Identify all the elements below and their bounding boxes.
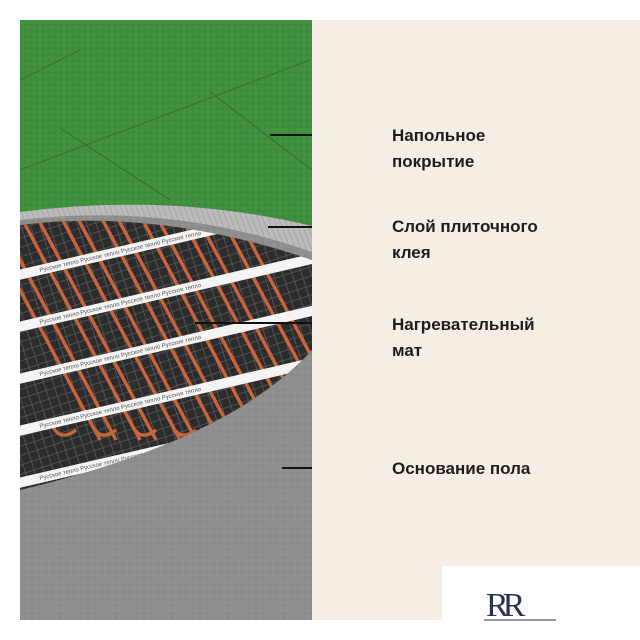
label-tile-adhesive: Слой плиточного клея bbox=[392, 214, 538, 266]
label-heating-mat: Нагревательный мат bbox=[392, 312, 535, 364]
brand-logo: RR bbox=[484, 587, 556, 624]
heating-cable-loop bbox=[128, 419, 158, 437]
label-floor-base: Основание пола bbox=[392, 456, 530, 482]
label-heating-mat-line2: мат bbox=[392, 341, 423, 360]
logo-badge: RR bbox=[442, 566, 640, 640]
heating-cable-run bbox=[218, 220, 312, 441]
floor-layers-illustration: Русское тепло Русское тепло Русское тепл… bbox=[20, 20, 312, 620]
label-floor-covering: Напольное покрытие bbox=[392, 123, 485, 175]
svg-text:RR: RR bbox=[486, 587, 526, 624]
leader-lines bbox=[195, 134, 312, 469]
heating-cable-loop bbox=[88, 419, 118, 437]
label-heating-mat-line1: Нагревательный bbox=[392, 315, 535, 334]
label-floor-covering-line1: Напольное bbox=[392, 126, 486, 145]
floor-covering-layer bbox=[20, 20, 312, 226]
label-panel bbox=[312, 20, 640, 620]
tile-joints bbox=[20, 49, 312, 201]
label-tile-adhesive-line1: Слой плиточного bbox=[392, 217, 538, 236]
heating-cable-loop bbox=[168, 419, 198, 437]
label-tile-adhesive-line2: клея bbox=[392, 243, 431, 262]
heating-cable-run bbox=[20, 220, 118, 441]
label-floor-base-line1: Основание пола bbox=[392, 459, 531, 478]
heating-mat-layer bbox=[20, 220, 312, 491]
label-floor-covering-line2: покрытие bbox=[392, 152, 475, 171]
